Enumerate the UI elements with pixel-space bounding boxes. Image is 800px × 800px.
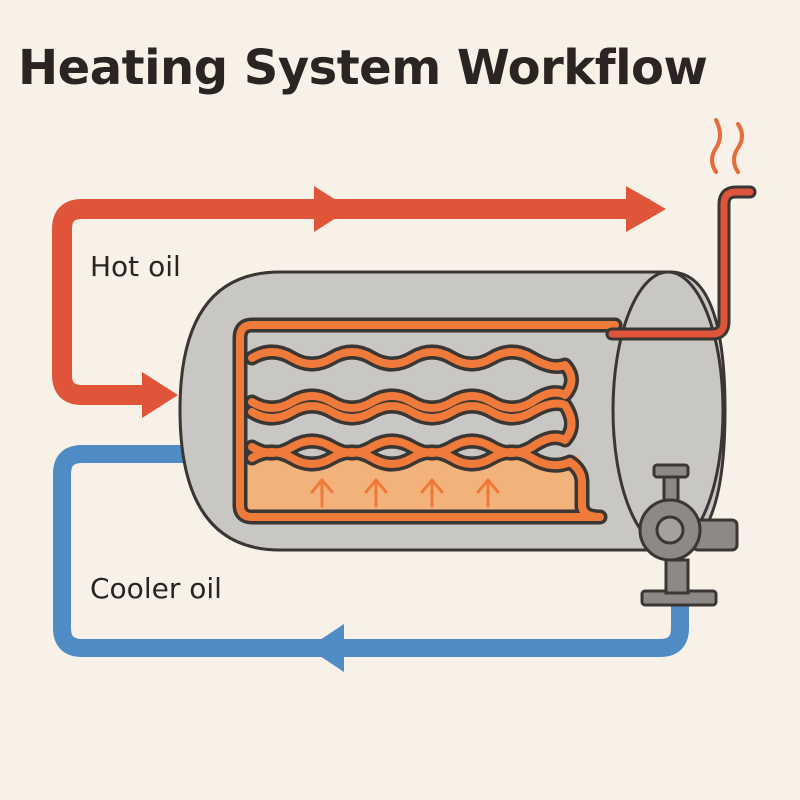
tank-icon <box>178 270 727 552</box>
pump-hub <box>655 515 685 545</box>
hot-oil-arrow-right <box>314 186 350 232</box>
hot-oil-arrow-end <box>626 186 666 232</box>
cooler-oil-label: Cooler oil <box>90 572 222 605</box>
page-title: Heating System Workflow <box>18 40 708 96</box>
heat-arrows <box>310 478 500 508</box>
heating-coil-icon <box>232 317 623 525</box>
up-arrow-icon <box>310 478 334 508</box>
hot-oil-pipe <box>52 199 650 405</box>
pump-top-cap <box>652 463 690 479</box>
cooler-oil-loop <box>53 445 689 672</box>
cooler-oil-pipe <box>53 445 689 657</box>
outlet-pipe <box>605 185 757 341</box>
hot-oil-loop <box>52 186 666 418</box>
up-arrow-icon <box>476 478 500 508</box>
heating-coil-fill <box>236 321 619 521</box>
pump-icon <box>638 463 739 607</box>
hot-oil-label: Hot oil <box>90 250 181 283</box>
up-arrow-icon <box>420 478 444 508</box>
steam-icon <box>710 118 744 174</box>
up-arrow-icon <box>364 478 388 508</box>
pump-stand <box>664 558 690 595</box>
hot-oil-arrow-into-tank <box>142 372 178 418</box>
cooler-oil-arrow-left <box>308 624 344 672</box>
